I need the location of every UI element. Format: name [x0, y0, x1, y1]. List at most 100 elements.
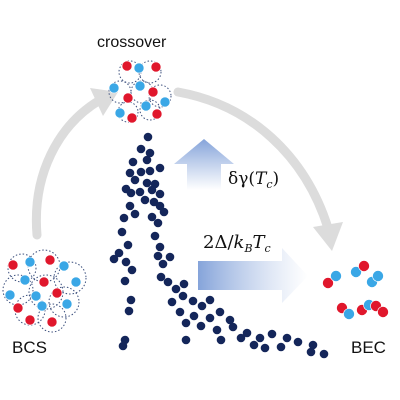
data-point-71	[216, 335, 226, 345]
data-point-37	[120, 276, 130, 286]
data-point-63	[249, 340, 259, 350]
blue-fermion-5	[134, 80, 146, 92]
pair-orbit-7	[37, 303, 67, 333]
gap-k-var: k	[233, 232, 245, 253]
data-point-31	[121, 257, 131, 267]
pair-orbit-4	[148, 84, 172, 108]
data-point-68	[308, 340, 318, 350]
data-point-34	[158, 259, 168, 269]
red-fermion-4	[122, 92, 134, 104]
data-point-1	[136, 144, 146, 154]
data-point-13	[126, 188, 136, 198]
bcs-to-crossover-arrow-icon	[31, 95, 105, 240]
red-fermion-2	[44, 254, 56, 266]
blue-fermion-6	[70, 276, 82, 288]
data-point-25	[153, 218, 163, 228]
data-point-23	[130, 209, 140, 219]
molecule-5-atom-1	[377, 306, 389, 318]
data-point-24	[147, 212, 157, 222]
crossover-to-bec-arrowhead-icon	[313, 222, 343, 251]
gamma-close: )	[272, 169, 280, 189]
data-point-40	[171, 284, 181, 294]
blue-fermion-11	[36, 300, 48, 312]
data-point-58	[242, 328, 252, 338]
data-point-72	[260, 343, 270, 353]
data-point-38	[156, 272, 166, 282]
data-point-36	[127, 265, 137, 275]
blue-fermion-7	[4, 289, 16, 301]
blue-fermion-3	[108, 82, 120, 94]
gradient-arrow-right-icon	[198, 248, 308, 303]
gap-b-sub: B	[244, 242, 253, 255]
blue-fermion-8	[114, 107, 126, 119]
data-point-28	[150, 231, 160, 241]
molecule-1-atom-1	[358, 260, 370, 272]
data-point-21	[159, 207, 169, 217]
bcs-cooper-pairs	[2, 249, 87, 333]
data-point-8	[155, 163, 165, 173]
data-point-26	[117, 227, 127, 237]
gap-c-sub: c	[264, 242, 271, 255]
gap-t-var: T	[252, 232, 265, 253]
blue-fermion-10	[140, 100, 152, 112]
data-point-62	[293, 337, 303, 347]
data-point-35	[165, 252, 175, 262]
data-point-45	[188, 296, 198, 306]
pair-orbit-1	[138, 60, 162, 84]
data-point-55	[196, 321, 206, 331]
bec-molecules	[322, 260, 389, 320]
gamma-t-var: T	[255, 169, 267, 189]
data-point-10	[142, 178, 152, 188]
data-point-46	[197, 301, 207, 311]
bcs-to-crossover-arrowhead-icon	[90, 88, 118, 116]
data-point-41	[179, 279, 189, 289]
data-point-50	[189, 311, 199, 321]
data-point-42	[126, 295, 136, 305]
data-point-53	[225, 315, 235, 325]
pair-orbit-3	[2, 274, 34, 306]
red-fermion-9	[51, 287, 63, 299]
crossover-pairs	[108, 60, 172, 124]
red-fermion-13	[24, 314, 36, 326]
molecule-2-atom-1	[372, 270, 384, 282]
blue-fermion-3	[58, 260, 70, 272]
data-point-30	[114, 248, 124, 258]
data-point-2	[145, 148, 155, 158]
pair-orbit-5	[48, 286, 80, 318]
data-point-70	[319, 349, 329, 359]
data-point-44	[178, 291, 188, 301]
data-point-51	[205, 313, 215, 323]
data-point-0	[143, 132, 153, 142]
gap-ratio-annotation: 2Δ/kBTc	[203, 232, 271, 255]
gamma-symbol: δγ(	[228, 169, 256, 189]
data-point-18	[140, 195, 150, 205]
data-point-4	[142, 155, 152, 165]
data-point-65	[181, 335, 191, 345]
gradient-arrow-up-icon	[174, 139, 234, 190]
data-point-64	[236, 333, 246, 343]
red-fermion-10	[12, 302, 24, 314]
molecule-0-atom-1	[330, 270, 342, 282]
blue-fermion-1	[133, 62, 145, 74]
data-point-59	[255, 333, 265, 343]
data-point-57	[228, 322, 238, 332]
data-point-16	[155, 189, 165, 199]
red-fermion-6	[147, 86, 159, 98]
molecule-0-atom-0	[322, 277, 334, 289]
data-point-69	[306, 347, 316, 357]
data-points-scatter	[109, 132, 329, 359]
blue-fermion-4	[19, 274, 31, 286]
red-fermion-11	[151, 108, 163, 120]
data-point-56	[212, 325, 222, 335]
bcs-label: BCS	[12, 338, 47, 357]
data-point-15	[147, 185, 157, 195]
blue-fermion-7	[159, 96, 171, 108]
data-point-3	[128, 157, 138, 167]
red-fermion-14	[46, 316, 58, 328]
data-point-67	[120, 335, 130, 345]
molecule-1-atom-0	[350, 266, 362, 278]
data-point-7	[145, 166, 155, 176]
pair-orbit-4	[28, 274, 64, 310]
gap-prefix: 2Δ/	[203, 232, 234, 253]
data-point-22	[119, 213, 129, 223]
